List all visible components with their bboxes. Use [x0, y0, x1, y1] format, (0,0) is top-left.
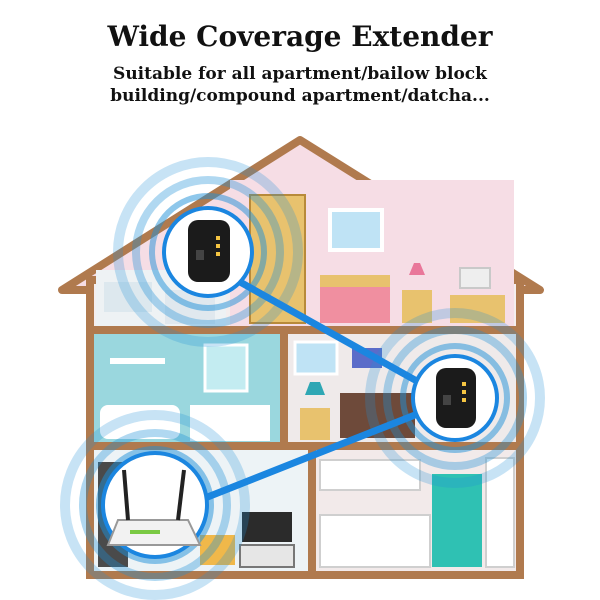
link-router-middle [196, 411, 419, 504]
nightstand-bedroom [300, 408, 330, 440]
window-bedroom [293, 340, 339, 376]
bed-frame [320, 275, 390, 287]
signal-top [113, 157, 303, 347]
connections [196, 278, 419, 504]
bathroom-shelf [110, 358, 165, 364]
bed-attic [320, 285, 390, 323]
kitchen-counter [319, 514, 431, 568]
desk-attic [450, 295, 505, 323]
picture-bedroom [352, 348, 382, 368]
subtitle-line-2: building/compound apartment/datcha... [110, 86, 490, 106]
lamp-attic [409, 263, 425, 275]
kitchen-cabinet-right [485, 457, 515, 568]
extender-middle [411, 354, 499, 442]
bathroom-mirror [203, 343, 249, 393]
window-attic [328, 208, 384, 252]
header: Wide Coverage Extender Suitable for all … [0, 0, 600, 110]
page-title: Wide Coverage Extender [107, 20, 493, 53]
link-top-middle [236, 278, 419, 384]
kitchen-upper-cabinets [319, 459, 421, 491]
fridge [432, 474, 482, 567]
tv-stand [239, 544, 295, 568]
nightstand [402, 290, 432, 323]
extender-top [162, 206, 254, 298]
tv [242, 512, 292, 542]
router [101, 451, 209, 559]
picture-attic [459, 267, 491, 289]
bathtub [100, 405, 180, 439]
bathroom-cabinet [190, 405, 270, 441]
sofa-attic [104, 282, 152, 312]
signal-middle [365, 308, 545, 488]
armchair [200, 535, 235, 565]
subtitle-line-1: Suitable for all apartment/bailow block [113, 64, 487, 84]
signal-router [60, 410, 250, 600]
lamp-bedroom [305, 382, 325, 395]
